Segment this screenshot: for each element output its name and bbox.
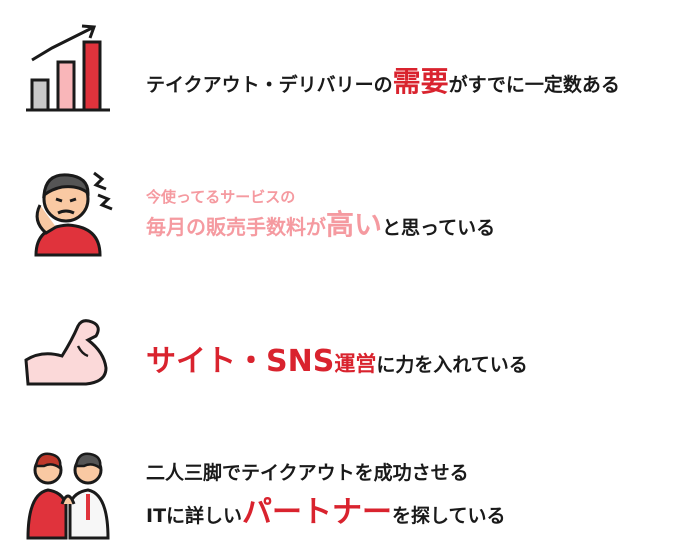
stressed-person-icon xyxy=(34,171,113,257)
fees-highlight: 高い xyxy=(326,208,383,241)
sns-text: サイト・SNS運営に力を入れている xyxy=(146,336,528,380)
partner-text-pre: ITに詳しい xyxy=(146,505,243,527)
fees-main-line: 毎月の販売手数料が高いと思っている xyxy=(146,203,495,243)
sns-text-post: に力を入れている xyxy=(376,354,528,376)
two-people-icon xyxy=(26,452,110,540)
fees-text-post: と思っている xyxy=(382,217,496,239)
partner-line-2: ITに詳しいパートナーを探している xyxy=(146,487,505,531)
demand-highlight: 需要 xyxy=(392,65,449,98)
partner-text-post: を探している xyxy=(392,505,506,527)
demand-text-post: がすでに一定数ある xyxy=(448,74,620,96)
fees-subtext: 今使ってるサービスの xyxy=(146,188,296,206)
fees-text: 今使ってるサービスの 毎月の販売手数料が高いと思っている xyxy=(146,186,495,243)
partner-highlight: パートナー xyxy=(242,495,393,530)
sns-mid: 運営 xyxy=(334,352,377,376)
partner-line-1: 二人三脚でテイクアウトを成功させる xyxy=(146,462,469,484)
flexed-arm-icon xyxy=(24,319,108,386)
demand-text-pre: テイクアウト・デリバリーの xyxy=(146,74,393,96)
fees-text-pre: 毎月の販売手数料が xyxy=(146,215,326,239)
sns-highlight: サイト・SNS xyxy=(146,344,335,379)
demand-text: テイクアウト・デリバリーの需要がすでに一定数ある xyxy=(146,60,620,100)
partner-text: 二人三脚でテイクアウトを成功させる ITに詳しいパートナーを探している xyxy=(146,458,505,531)
growth-chart-icon xyxy=(26,24,110,112)
